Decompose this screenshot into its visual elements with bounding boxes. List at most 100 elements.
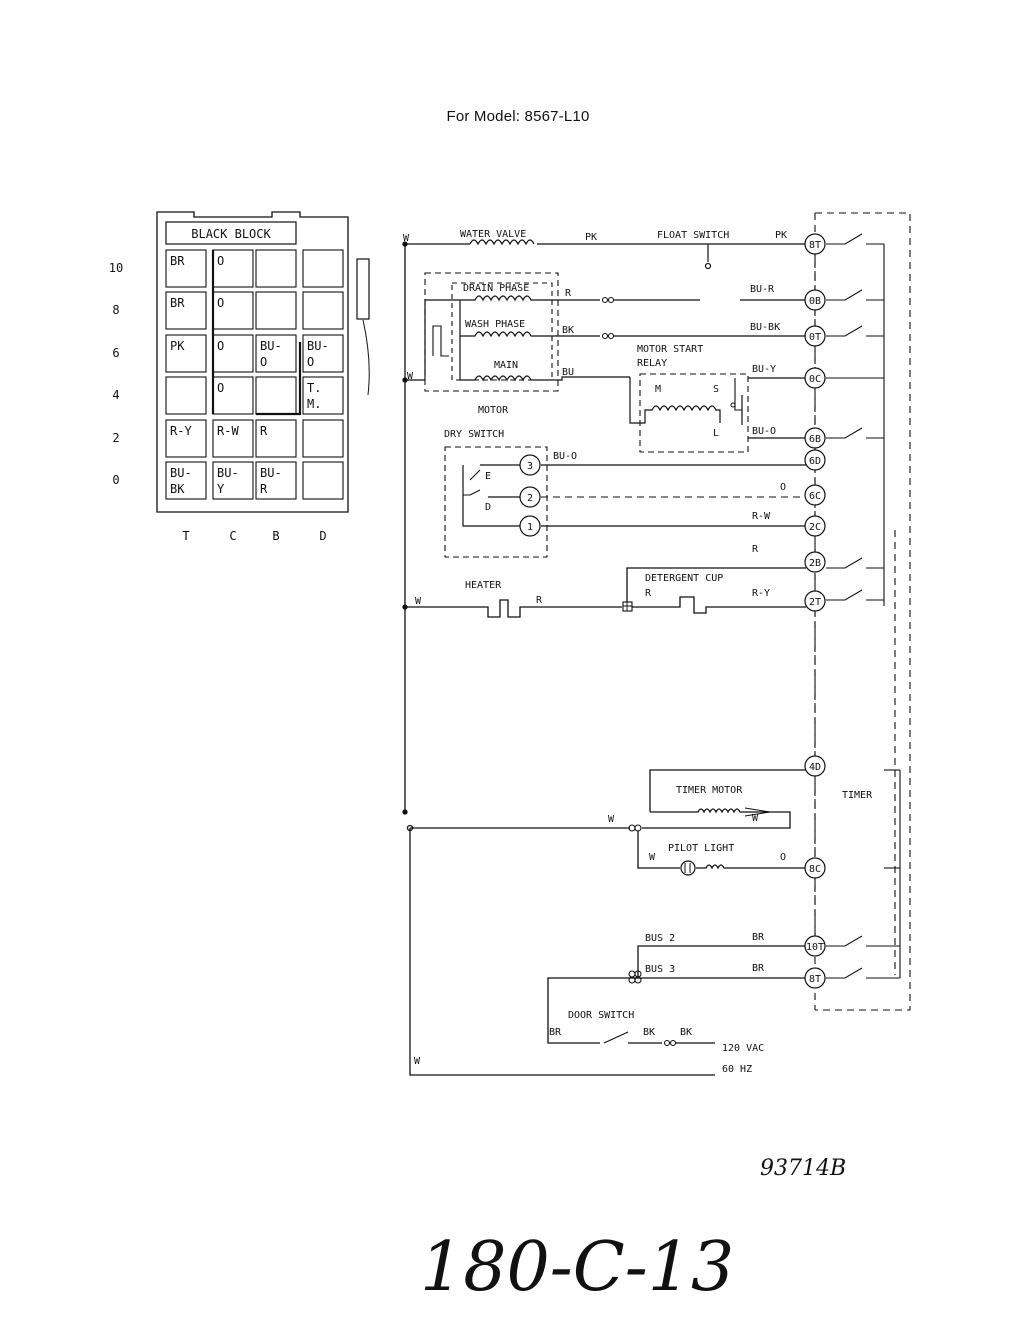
wire-label: W (407, 371, 414, 382)
block-cell (165, 376, 207, 415)
label-relay: RELAY (637, 358, 667, 369)
block-cell-label: R (260, 482, 268, 496)
block-cell (255, 334, 297, 373)
main-feed-wiring (402, 241, 806, 1076)
wire-label: BR (549, 1027, 562, 1038)
wire-label: R-Y (752, 588, 770, 599)
block-cell (255, 291, 297, 330)
wire-label: BK (562, 325, 574, 336)
block-cell (255, 461, 297, 500)
block-cell-label: O (217, 254, 224, 268)
block-cell (255, 419, 297, 458)
dry-switch-terminal (519, 515, 541, 537)
block-cell (302, 419, 344, 458)
timer-terminal (804, 515, 826, 537)
label-timer: TIMER (842, 790, 873, 801)
label-dry-switch: DRY SWITCH (444, 429, 504, 440)
timer-terminal (804, 967, 826, 989)
wire-label: BR (752, 963, 765, 974)
dry-switch-terminal (519, 454, 541, 476)
block-cell-label: M. (307, 397, 321, 411)
block-cell (302, 334, 344, 373)
timer-terminal-label: 8T (809, 240, 821, 251)
label-water-valve: WATER VALVE (460, 229, 526, 240)
block-cell (165, 461, 207, 500)
block-cell (302, 461, 344, 500)
label-motor-start: MOTOR START (637, 344, 703, 355)
block-cell-label: R-W (217, 424, 239, 438)
timer-terminal (804, 325, 826, 347)
label-60hz: 60 HZ (722, 1064, 752, 1075)
wire-label: W (414, 1056, 421, 1067)
timer-terminal-label: 0T (809, 332, 821, 343)
block-cell (165, 419, 207, 458)
timer-terminal (804, 289, 826, 311)
label-timer-motor: TIMER MOTOR (676, 785, 743, 796)
wire-label: O (780, 482, 786, 493)
label-relay-s: S (713, 384, 719, 395)
block-cell-label: BU- (217, 466, 239, 480)
block-row-label: 8 (112, 303, 119, 317)
timer-terminal-label: 8T (809, 974, 821, 985)
block-cell-label: Y (217, 482, 225, 496)
block-cell (302, 291, 344, 330)
label-detergent-cup: DETERGENT CUP (645, 573, 723, 584)
timer-terminal-label: 0B (809, 296, 821, 307)
timer-terminal (804, 427, 826, 449)
label-relay-m: M (655, 384, 661, 395)
block-row-label: 0 (112, 473, 119, 487)
block-col-label: T (182, 529, 189, 543)
block-cell-label: PK (170, 339, 185, 353)
label-door-switch: DOOR SWITCH (568, 1010, 634, 1021)
label-wash-phase: WASH PHASE (465, 319, 525, 330)
dry-switch-terminal-label: 2 (527, 493, 533, 504)
label-heater: HEATER (465, 580, 502, 591)
wire-label: BK (680, 1027, 692, 1038)
label-dry-e: E (485, 471, 491, 482)
dry-switch: 321 (444, 446, 806, 558)
label-motor: MOTOR (478, 405, 509, 416)
part-number: 93714B (760, 1156, 846, 1181)
block-col-label: D (319, 529, 326, 543)
wire-label: BU (562, 367, 574, 378)
label-main: MAIN (494, 360, 518, 371)
block-cell-label: BK (170, 482, 185, 496)
block-cell-label: T. (307, 381, 321, 395)
timer-terminal-label: 2T (809, 597, 821, 608)
label-dry-d: D (485, 502, 491, 513)
wire-label: R-W (752, 511, 771, 522)
block-cell (212, 461, 254, 500)
timer-terminal (804, 551, 826, 573)
timer-terminal-label: 6D (809, 456, 821, 467)
wire-label: BK (643, 1027, 655, 1038)
wire-label: R (645, 588, 652, 599)
block-header: BLACK BLOCK (191, 227, 271, 241)
dry-switch-terminal (519, 486, 541, 508)
block-cell-label: BU- (307, 339, 329, 353)
timer-terminal (804, 857, 826, 879)
wire-label: BU-O (752, 426, 776, 437)
block-col-label: C (229, 529, 236, 543)
timer-terminal-label: 6B (809, 434, 821, 445)
block-cell-label: O (217, 339, 224, 353)
block-cell-label: O (217, 381, 224, 395)
motor-start-relay (629, 373, 806, 453)
block-cell (165, 291, 207, 330)
timer-terminal-label: 10T (806, 942, 824, 953)
block-cell (165, 334, 207, 373)
block-cell (255, 376, 297, 415)
wire-label: W (752, 813, 759, 824)
label-bus3: BUS 3 (645, 964, 675, 975)
timer-terminal (804, 233, 826, 255)
timer-terminal (804, 755, 826, 777)
timer-terminal (804, 590, 826, 612)
block-row-label: 10 (109, 261, 123, 275)
wire-label: BR (752, 932, 765, 943)
block-cell-label: O (307, 355, 314, 369)
block-cell (302, 376, 344, 415)
timer-terminal (804, 449, 826, 471)
block-col-label: B (272, 529, 279, 543)
